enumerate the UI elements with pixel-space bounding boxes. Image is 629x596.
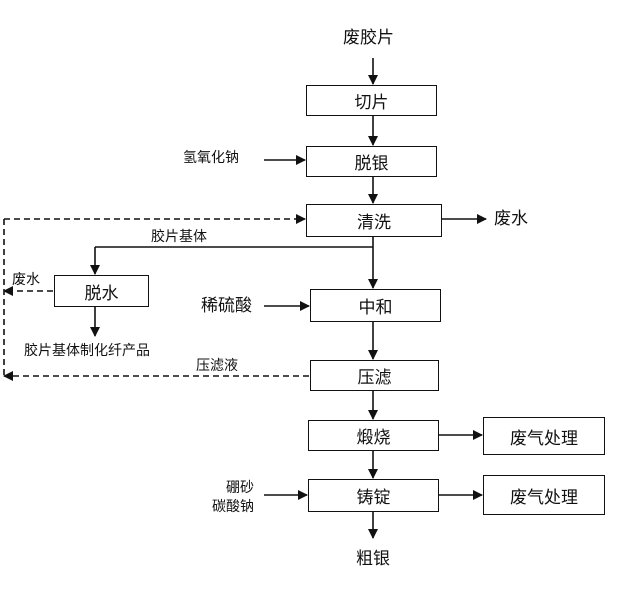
step-desilver-label: 脱银 <box>354 154 389 174</box>
dewater-waste-water-label: 废水 <box>12 272 40 288</box>
step-filter-label: 压滤 <box>357 368 392 388</box>
gas-treatment-box-2: 废气处理 <box>483 475 605 515</box>
naoh-label: 氢氧化钠 <box>183 150 239 166</box>
gas-treatment-label-1: 废气处理 <box>510 428 578 449</box>
step-filter: 压滤 <box>310 360 439 391</box>
step-wash-label: 清洗 <box>357 213 391 233</box>
gas-treatment-box-1: 废气处理 <box>483 417 605 455</box>
base-products-label: 胶片基体制化纤产品 <box>24 343 150 359</box>
step-dewater-label: 脱水 <box>84 283 119 304</box>
dilute-acid-label: 稀硫酸 <box>201 296 252 316</box>
step-cast-label: 铸锭 <box>356 488 391 508</box>
step-neutralize-label: 中和 <box>358 298 393 318</box>
gas-treatment-label-2: 废气处理 <box>510 487 578 508</box>
borax-label: 硼砂 <box>226 480 254 496</box>
step-neutralize: 中和 <box>310 289 441 322</box>
step-dewater: 脱水 <box>54 275 149 307</box>
soda-label: 碳酸钠 <box>212 499 254 515</box>
step-cast: 铸锭 <box>308 479 439 512</box>
filtrate-label: 压滤液 <box>196 358 238 374</box>
input-label: 废胶片 <box>343 28 394 48</box>
step-wash: 清洗 <box>306 204 442 237</box>
base-material-label: 胶片基体 <box>151 229 207 245</box>
step-calcine-label: 煅烧 <box>356 428 391 448</box>
wash-waste-water-label: 废水 <box>494 209 528 229</box>
step-desilver: 脱银 <box>306 146 437 177</box>
step-cut: 切片 <box>306 85 437 116</box>
final-product-label: 粗银 <box>356 549 390 569</box>
step-calcine: 煅烧 <box>308 420 439 451</box>
step-cut-label: 切片 <box>354 93 389 113</box>
